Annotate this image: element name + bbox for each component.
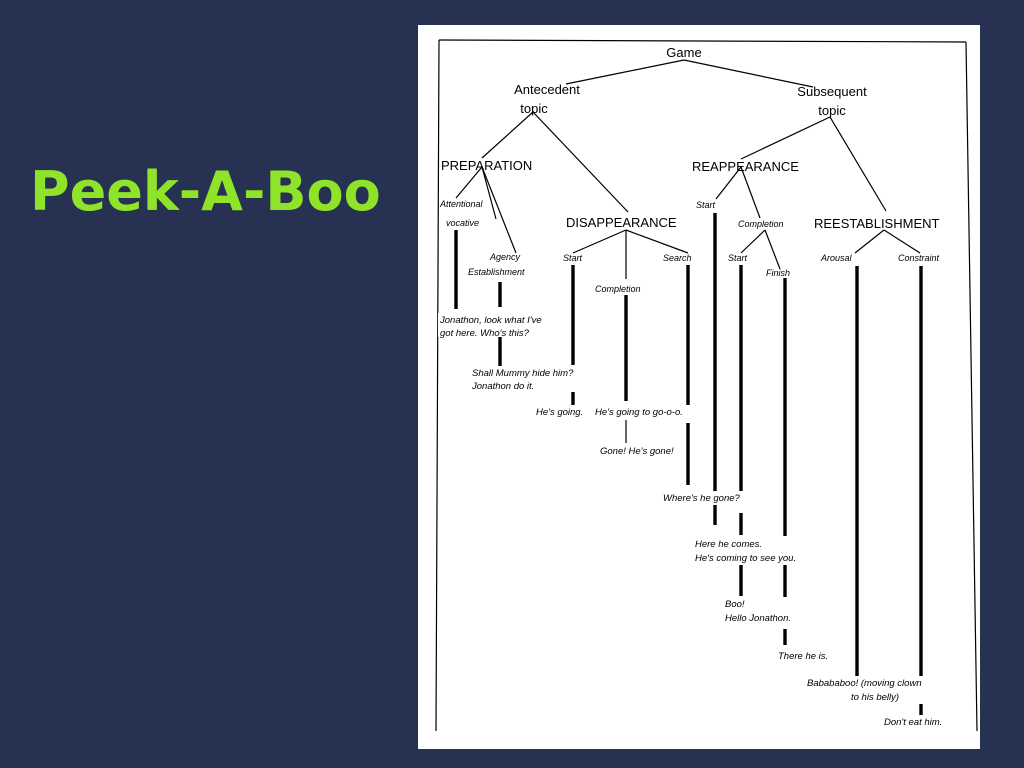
utterance-10: Don't eat him.	[884, 717, 942, 728]
utterance-10: Don't eat him.	[881, 715, 953, 729]
node-game: Game	[666, 45, 701, 60]
utterance-2: Shall Mummy hide him? Jonathon do it.	[470, 367, 592, 392]
node-subsequent-topic-line1: Subsequent	[797, 84, 867, 99]
utterance-1-line1: Jonathon, look what I've	[439, 315, 542, 326]
utterance-6-line1: Here he comes.	[695, 539, 762, 550]
utterance-1: Jonathon, look what I've got here. Who's…	[438, 313, 560, 339]
label-disappearance-completion: Completion	[595, 284, 641, 294]
utterance-9-line2: to his belly)	[851, 692, 899, 703]
label-finish: Finish	[766, 268, 790, 278]
utterance-7-line1: Boo!	[725, 599, 745, 610]
frame-top	[438, 39, 967, 43]
utterance-3-part2: He's going to go-o-o.	[595, 407, 683, 418]
utterance-2-line2: Jonathon do it.	[471, 381, 534, 392]
frame-left	[435, 39, 440, 732]
label-search: Search	[663, 253, 692, 263]
label-attentional: Attentional	[439, 199, 484, 209]
utterance-8: There he is.	[778, 651, 828, 662]
label-reappearance-completion: Completion	[738, 219, 784, 229]
node-preparation: PREPARATION	[441, 158, 532, 173]
node-antecedent-topic-line1: Antecedent	[514, 82, 580, 97]
utterance-5: Where's he gone?	[661, 491, 749, 505]
utterance-6-line2: He's coming to see you.	[695, 553, 796, 564]
node-reappearance: REAPPEARANCE	[692, 159, 799, 174]
utterance-3: He's going. He's going to go-o-o.	[534, 405, 694, 419]
utterance-8: There he is.	[776, 649, 840, 663]
utterance-9-line1: Babababoo! (moving clown	[807, 678, 922, 689]
label-arousal: Arousal	[820, 253, 853, 263]
label-constraint: Constraint	[898, 253, 940, 263]
utterance-4: Gone! He's gone!	[598, 444, 682, 458]
utterance-4: Gone! He's gone!	[600, 446, 674, 457]
tree-diagram: Game Antecedent topic Subsequent topic P…	[435, 39, 978, 732]
slide-title: Peek-A-Boo	[30, 160, 381, 223]
label-establishment: Establishment	[468, 267, 525, 277]
node-subsequent-topic-line2: topic	[818, 103, 846, 118]
label-agency: Agency	[489, 252, 521, 262]
utterance-9: Babababoo! (moving clown to his belly)	[804, 676, 940, 704]
node-disappearance: DISAPPEARANCE	[566, 215, 677, 230]
label-disappearance-start: Start	[563, 253, 583, 263]
utterance-7-line2: Hello Jonathon.	[725, 613, 791, 624]
frame-right	[965, 41, 978, 732]
utterance-2-line1: Shall Mummy hide him?	[472, 368, 574, 379]
label-vocative: vocative	[446, 218, 479, 228]
tree-diagram-figure: Game Antecedent topic Subsequent topic P…	[418, 25, 980, 749]
label-completion-start: Start	[728, 253, 748, 263]
utterance-1-line2: got here. Who's this?	[440, 328, 530, 339]
node-antecedent-topic-line2: topic	[520, 101, 548, 116]
utterance-7: Boo! Hello Jonathon.	[723, 597, 805, 625]
tree-edges	[455, 59, 921, 279]
utterance-3-part1: He's going.	[536, 407, 583, 418]
utterance-stems	[454, 213, 923, 715]
node-reestablishment: REESTABLISHMENT	[814, 216, 940, 231]
utterance-6: Here he comes. He's coming to see you.	[693, 536, 807, 564]
label-reappearance-start: Start	[696, 200, 716, 210]
utterance-5: Where's he gone?	[663, 493, 741, 504]
